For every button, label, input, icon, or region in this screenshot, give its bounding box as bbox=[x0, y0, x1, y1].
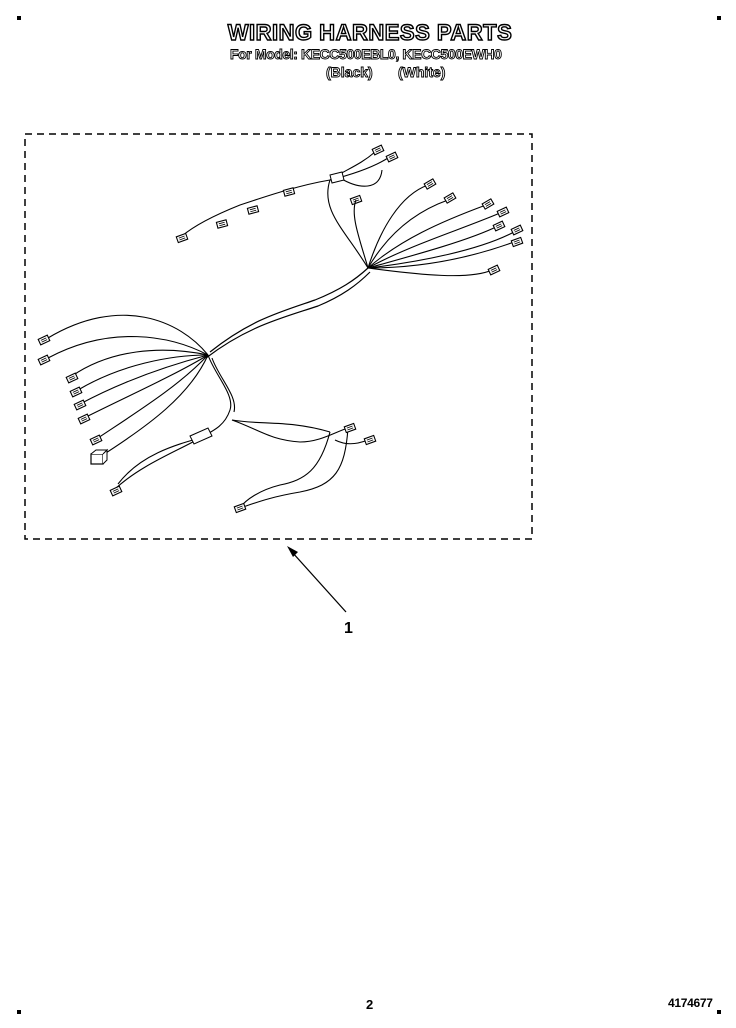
variant-white-label: (White) bbox=[398, 64, 446, 81]
callout-label-1: 1 bbox=[344, 620, 353, 637]
model-line: For Model: KECC500EBL0, KECC500EWH0 bbox=[230, 46, 503, 63]
document-number: 4174677 bbox=[668, 996, 713, 1010]
harness-left-fan bbox=[47, 314, 209, 459]
harness-right-fan bbox=[353, 184, 515, 277]
registration-mark-bottom-left bbox=[17, 1010, 21, 1014]
registration-mark-top-left bbox=[17, 16, 21, 20]
registration-mark-top-right bbox=[717, 16, 721, 20]
harness-main-trunk bbox=[205, 267, 371, 359]
variant-black-label: (Black) bbox=[326, 64, 374, 81]
part-boundary-frame bbox=[24, 133, 533, 540]
registration-mark-bottom-right bbox=[717, 1010, 721, 1014]
page-number: 2 bbox=[366, 997, 374, 1012]
harness-upper-branch bbox=[181, 151, 389, 269]
callout-leader-arrow bbox=[287, 546, 347, 613]
harness-lower-branch bbox=[113, 354, 369, 509]
page-title: WIRING HARNESS PARTS bbox=[227, 19, 513, 45]
